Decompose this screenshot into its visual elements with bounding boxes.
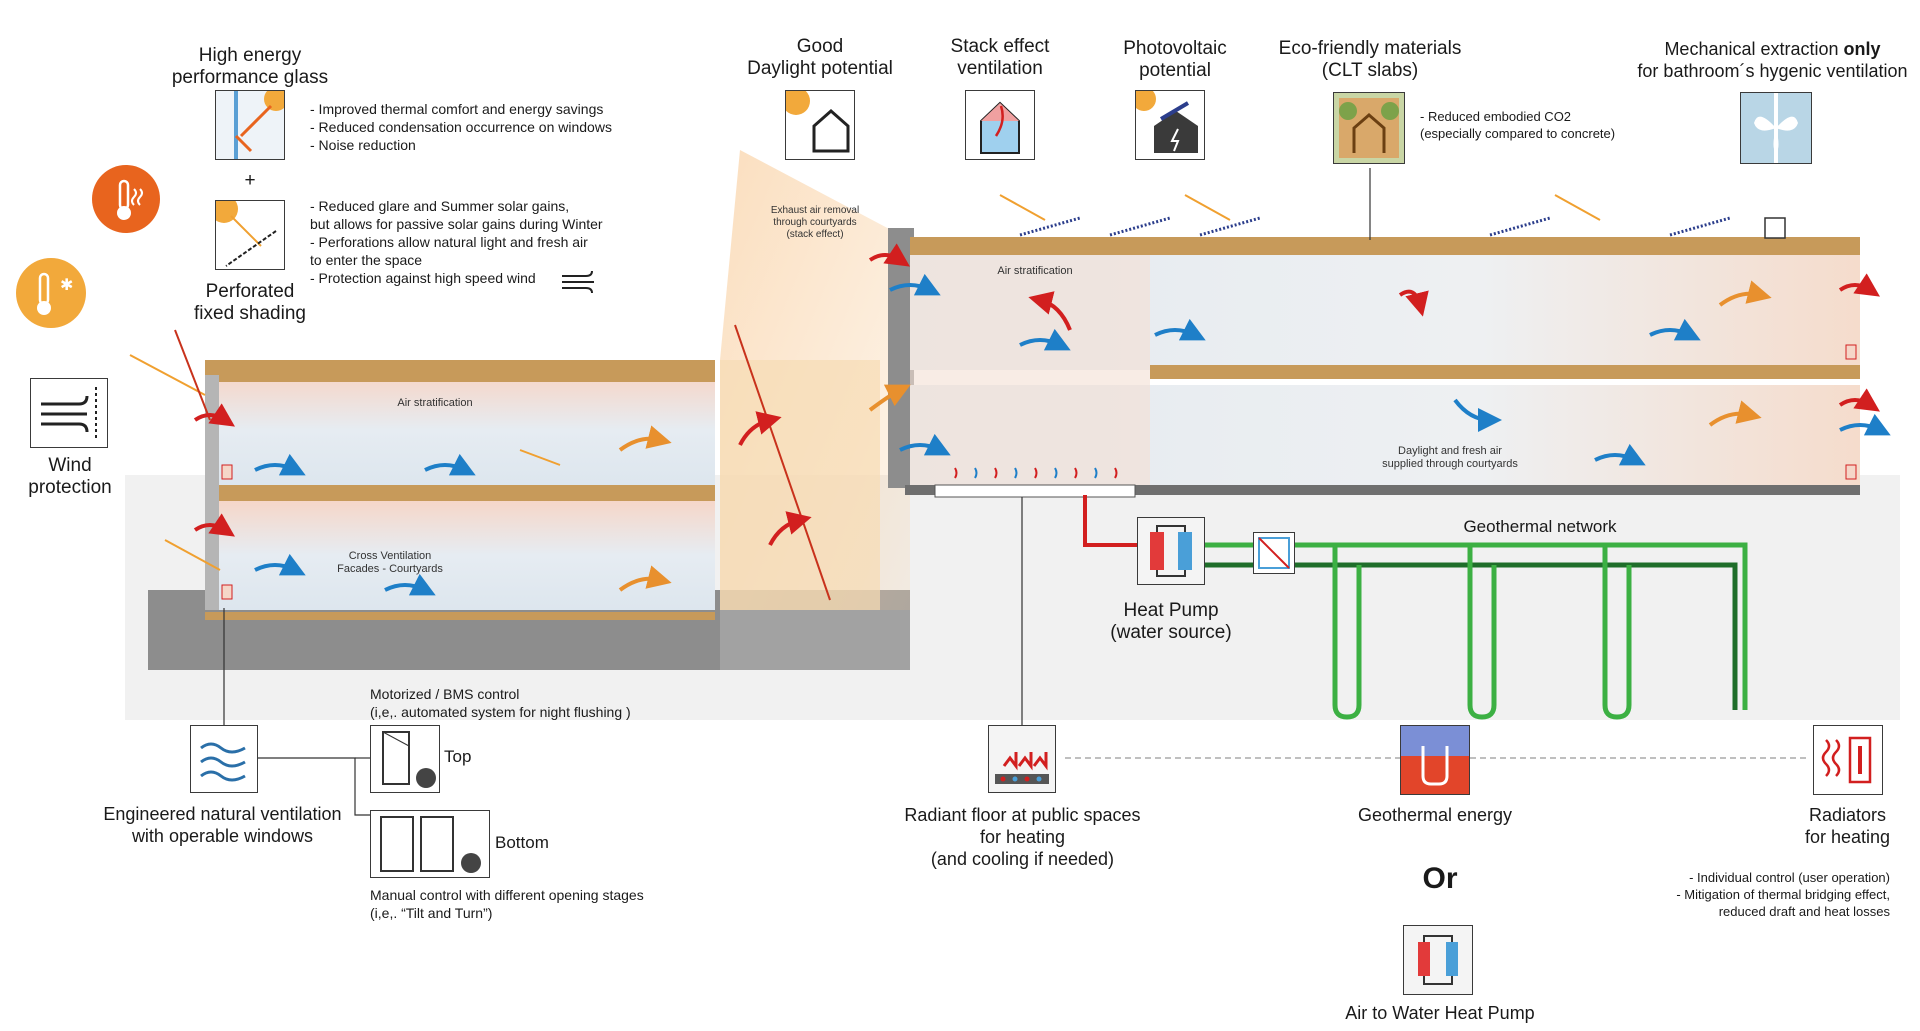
motorized-label: Motorized / BMS control(i,e,. automated … [370, 686, 631, 720]
plus-sign: + [244, 170, 256, 191]
mixed-air-arrows [618, 280, 1772, 592]
radiant-floor-strip [934, 484, 1136, 498]
thermometer-heat-icon [92, 165, 160, 233]
left-roof-slab [205, 360, 715, 382]
eco-notes: - Reduced embodied CO2(especially compar… [1420, 109, 1616, 141]
left-red-ray [174, 329, 211, 421]
glass-notes: - Improved thermal comfort and energy sa… [310, 101, 612, 153]
courtyard [720, 360, 880, 610]
left-sun-rays [129, 354, 561, 571]
air-strat-left-label: Air stratification [397, 397, 473, 409]
eco-title: Eco-friendly materials(CLT slabs) [1278, 38, 1462, 81]
exchanger-icon [1253, 532, 1295, 574]
heat-pump-label: Heat Pump(water source) [1110, 600, 1232, 643]
sun-ray-line [734, 324, 831, 601]
top-label: Top [444, 747, 472, 766]
warm-air-arrows [193, 243, 1880, 546]
geothermal-network-label: Geothermal network [1463, 517, 1617, 536]
right-ground-slab [905, 485, 1860, 495]
svg-text:✱: ✱ [60, 277, 73, 294]
glass-icon [215, 87, 288, 160]
air-water-label: Air to Water Heat Pump [1345, 1003, 1535, 1023]
left-lower-floor [205, 500, 715, 610]
fan-icon [1740, 92, 1812, 164]
radiant-wiggles [954, 467, 1118, 479]
shading-notes: - Reduced glare and Summer solar gains,b… [310, 198, 603, 286]
roof-sun-rays [999, 194, 1601, 221]
pv-panels [1019, 216, 1731, 237]
cool-air-arrows [254, 273, 1891, 596]
wind-small-icon [560, 268, 600, 299]
photovoltaic-icon [1132, 87, 1205, 160]
geo-pipe-dark [1200, 562, 1738, 710]
stack-effect-icon [965, 90, 1035, 160]
manual-label: Manual control with different opening st… [370, 887, 644, 921]
thermometer-cold-icon: ✱ [16, 258, 86, 328]
geothermal-label: Geothermal energy [1357, 805, 1513, 825]
left-facade [205, 375, 219, 610]
window-vent-icon [190, 725, 258, 793]
bottom-label: Bottom [495, 833, 549, 852]
atrium [910, 255, 1150, 485]
right-mid-slab [1150, 365, 1860, 379]
radiant-floor-icon [988, 725, 1056, 793]
window-bottom-icon [370, 810, 490, 878]
air-water-heat-pump-icon [1403, 925, 1473, 995]
clt-icon [1333, 92, 1405, 164]
shading-icon [210, 195, 285, 270]
radiator-notes: - Individual control (user operation)- M… [1676, 870, 1890, 919]
mech-title: Mechanical extraction only for bathroom´… [1637, 39, 1908, 81]
daylight-icon [782, 87, 855, 160]
left-mid-slab [205, 485, 715, 501]
hot-pipe [1083, 495, 1140, 547]
heat-pump-icon [1137, 517, 1205, 585]
radiator-icon [1813, 725, 1883, 795]
wind-protection-icon [30, 378, 108, 448]
leader-lines [223, 168, 1810, 816]
extract-vent [1764, 217, 1786, 239]
geo-loops [1332, 545, 1632, 720]
air-strat-right-label: Air stratification [997, 265, 1073, 277]
left-floor-slab [205, 612, 715, 620]
right-roof-slab [910, 237, 1860, 255]
geo-pipe-light [1200, 542, 1748, 710]
window-top-icon [370, 725, 440, 793]
geothermal-icon [1400, 725, 1470, 795]
or-label: Or [1422, 862, 1458, 895]
radiator-units [221, 344, 1857, 600]
